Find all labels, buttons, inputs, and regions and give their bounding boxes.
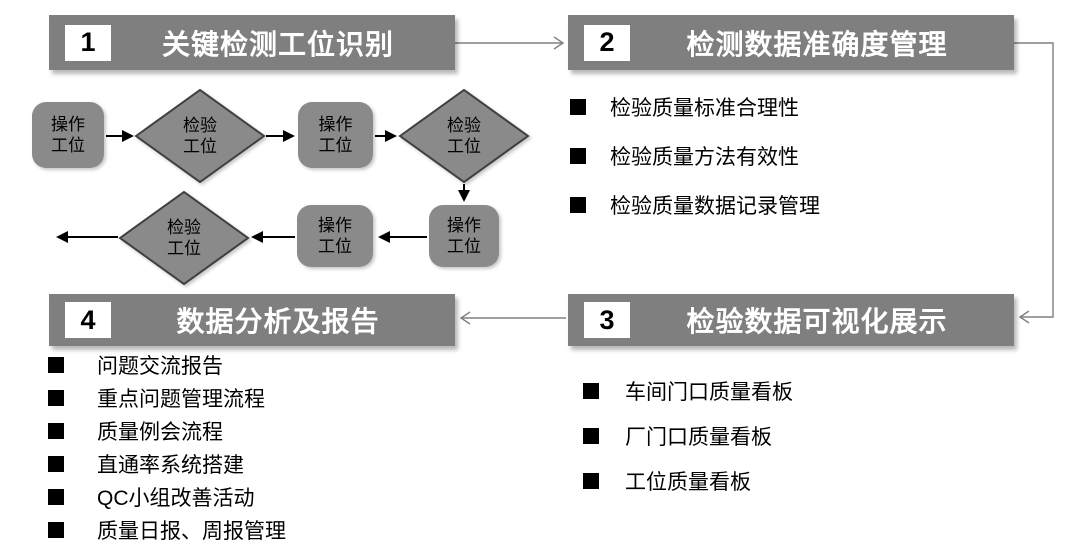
bullet-square-icon — [48, 455, 64, 472]
section-connectors — [455, 36, 1054, 325]
section-3-bullet-list: 车间门口质量看板 厂门口质量看板 工位质量看板 — [583, 368, 793, 503]
flowchart-shapes — [32, 88, 530, 286]
section-1-header: 1 关键检测工位识别 — [49, 15, 455, 70]
list-item: 质量日报、周报管理 — [48, 513, 286, 546]
list-item: 检验质量标准合理性 — [570, 82, 820, 131]
section-3-title: 检验数据可视化展示 — [686, 306, 948, 337]
bullet-square-icon — [48, 422, 64, 439]
bullet-label: 厂门口质量看板 — [625, 425, 772, 449]
bullet-label: 工位质量看板 — [625, 470, 751, 494]
flow-node-insp1-shape — [134, 88, 266, 184]
section-3-header: 3 检验数据可视化展示 — [568, 294, 1014, 346]
bullet-square-icon — [583, 382, 599, 399]
section-2-title: 检测数据准确度管理 — [686, 28, 948, 60]
bullet-label: 检验质量方法有效性 — [610, 145, 799, 169]
list-item: 质量例会流程 — [48, 414, 286, 447]
bullet-square-icon — [48, 521, 64, 538]
bullet-label: 检验质量数据记录管理 — [610, 194, 820, 218]
section-2-bullet-list: 检验质量标准合理性 检验质量方法有效性 检验质量数据记录管理 — [570, 82, 820, 229]
section-4-number: 4 — [65, 302, 111, 338]
bullet-label: 车间门口质量看板 — [625, 380, 793, 404]
flow-node-insp3-shape — [118, 190, 250, 286]
bullet-square-icon — [48, 356, 64, 373]
connector-2-to-3 — [1014, 42, 1054, 324]
list-item: 车间门口质量看板 — [583, 368, 793, 413]
bullet-label: 直通率系统搭建 — [97, 453, 244, 477]
bullet-square-icon — [583, 427, 599, 444]
list-item: 问题交流报告 — [48, 348, 286, 381]
bullet-square-icon — [570, 98, 586, 115]
list-item: QC小组改善活动 — [48, 480, 286, 513]
flow-arrows — [56, 130, 470, 243]
flow-node-op3-shape — [297, 205, 373, 267]
list-item: 直通率系统搭建 — [48, 447, 286, 480]
section-1-title: 关键检测工位识别 — [161, 28, 394, 60]
bullet-square-icon — [570, 196, 586, 213]
section-2-number: 2 — [584, 24, 630, 61]
bullet-square-icon — [570, 147, 586, 164]
bullet-square-icon — [48, 389, 64, 406]
flow-node-op4-shape — [429, 205, 499, 267]
list-item: 厂门口质量看板 — [583, 413, 793, 458]
bullet-label: 问题交流报告 — [97, 354, 223, 378]
section-4-bullet-list: 问题交流报告 重点问题管理流程 质量例会流程 直通率系统搭建 QC小组改善活动 … — [48, 348, 286, 546]
bullet-label: 检验质量标准合理性 — [610, 96, 799, 120]
list-item: 检验质量数据记录管理 — [570, 180, 820, 229]
list-item: 检验质量方法有效性 — [570, 131, 820, 180]
section-2-header: 2 检测数据准确度管理 — [568, 15, 1014, 70]
bullet-label: 质量例会流程 — [97, 420, 223, 444]
flow-node-op1-shape — [32, 102, 104, 168]
section-1-number: 1 — [65, 24, 111, 61]
section-3-number: 3 — [584, 302, 630, 338]
bullet-label: QC小组改善活动 — [97, 486, 255, 510]
flow-node-insp2-shape — [398, 88, 530, 184]
bullet-square-icon — [48, 488, 64, 505]
list-item: 工位质量看板 — [583, 458, 793, 503]
section-4-header: 4 数据分析及报告 — [49, 294, 455, 346]
bullet-label: 质量日报、周报管理 — [97, 519, 286, 543]
bullet-label: 重点问题管理流程 — [97, 387, 265, 411]
list-item: 重点问题管理流程 — [48, 381, 286, 414]
flow-node-op2-shape — [298, 102, 373, 168]
section-4-title: 数据分析及报告 — [176, 306, 380, 337]
bullet-square-icon — [583, 472, 599, 489]
